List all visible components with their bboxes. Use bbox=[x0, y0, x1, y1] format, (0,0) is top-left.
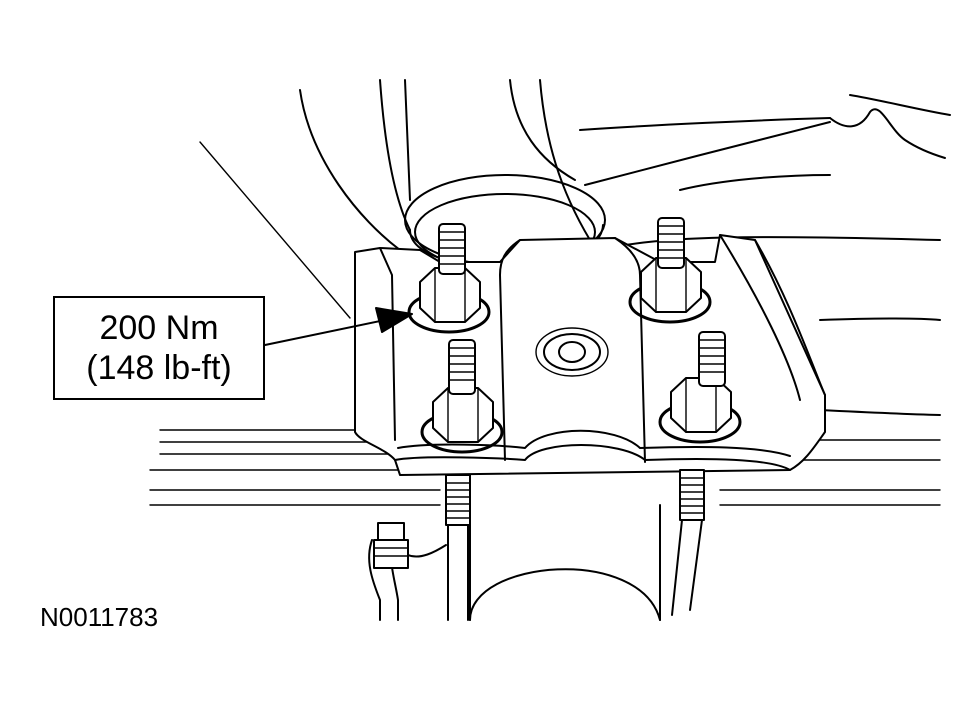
u-bolt-nut-top-left bbox=[407, 223, 491, 334]
u-bolt-nut-bottom-right bbox=[658, 331, 742, 444]
torque-value-nm: 200 Nm bbox=[99, 309, 219, 347]
axle-housing-outline bbox=[299, 79, 951, 251]
frame-edge-line bbox=[199, 141, 351, 319]
brake-line-fitting bbox=[368, 522, 447, 621]
u-bolt-lower-threads bbox=[445, 469, 705, 621]
u-bolt-nut-bottom-left bbox=[420, 339, 504, 454]
torque-value-lbft: (148 lb-ft) bbox=[86, 349, 232, 387]
torque-callout-box: 200 Nm (148 lb-ft) bbox=[53, 296, 265, 400]
lower-mount bbox=[469, 504, 661, 621]
callout-leader-arrow bbox=[264, 307, 413, 346]
figure-id-label: N0011783 bbox=[40, 602, 159, 632]
u-bolt-nut-top-right bbox=[628, 217, 712, 324]
